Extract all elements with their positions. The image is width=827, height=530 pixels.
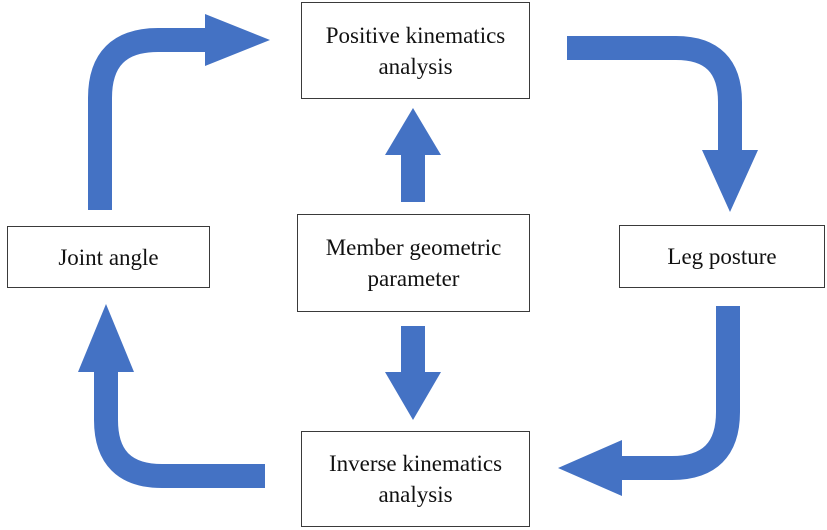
node-inverse-kinematics-line-2: analysis — [378, 482, 453, 507]
node-positive-kinematics: Positive kinematics analysis — [301, 2, 530, 99]
arrow-inverse-to-joint — [78, 304, 265, 488]
arrow-positive-to-leg — [567, 36, 758, 212]
node-leg-posture: Leg posture — [619, 225, 825, 288]
node-member-geometric-line-1: Member geometric — [325, 235, 502, 260]
node-positive-kinematics-line-2: analysis — [378, 53, 453, 79]
arrow-positive-to-leg-head — [702, 150, 758, 212]
node-inverse-kinematics-line-1: Inverse kinematics — [328, 451, 503, 476]
node-inverse-kinematics: Inverse kinematics analysis — [301, 431, 530, 527]
node-positive-kinematics-line-1: Positive kinematics — [325, 22, 506, 48]
node-joint-angle: Joint angle — [7, 226, 210, 288]
arrow-inverse-to-joint-head — [78, 304, 134, 372]
node-member-geometric-line-2: parameter — [367, 266, 460, 291]
arrow-member-to-positive — [385, 108, 441, 202]
arrow-member-to-inverse — [385, 326, 441, 420]
arrow-member-to-positive-head — [385, 108, 441, 155]
node-leg-posture-label: Leg posture — [667, 244, 777, 269]
arrow-joint-to-positive — [88, 14, 270, 210]
arrow-joint-to-positive-head — [205, 14, 270, 66]
node-member-geometric-parameter: Member geometric parameter — [297, 214, 530, 312]
arrow-leg-to-inverse-shaft — [620, 306, 740, 480]
node-joint-angle-label: Joint angle — [58, 244, 159, 270]
arrow-joint-to-positive-shaft — [88, 28, 205, 210]
arrow-positive-to-leg-shaft — [567, 36, 742, 152]
arrow-leg-to-inverse — [558, 306, 740, 496]
arrow-inverse-to-joint-shaft — [94, 368, 265, 488]
arrow-leg-to-inverse-head — [558, 440, 622, 496]
arrow-member-to-inverse-head — [385, 372, 441, 420]
